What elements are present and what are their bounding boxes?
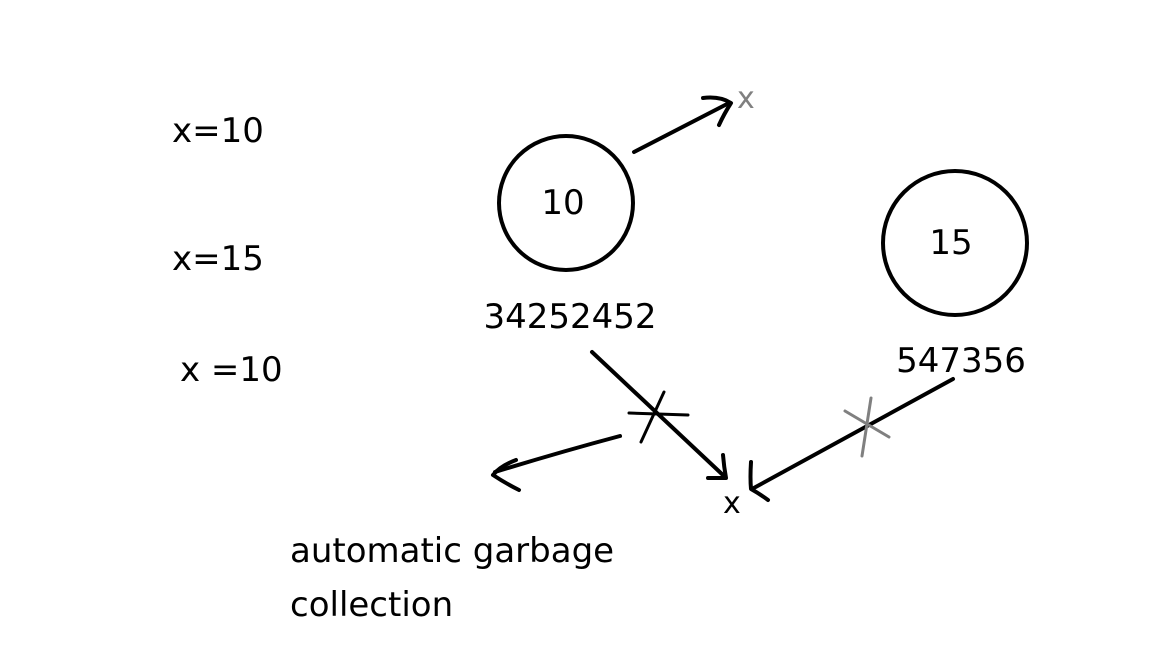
object-address-10: 34252452: [483, 297, 656, 337]
assignment-2: x=15: [172, 239, 264, 279]
variable-x-top: x: [737, 81, 755, 116]
arrow-address-15-to-x: [748, 377, 955, 502]
variable-x-bottom: x: [723, 486, 741, 521]
cross-mark-right: [843, 396, 891, 458]
gc-label-line-2: collection: [290, 585, 453, 625]
assignment-1: x=10: [172, 111, 264, 151]
object-address-15: 547356: [896, 341, 1026, 381]
object-value-15: 15: [929, 223, 972, 263]
cross-mark-left: [627, 390, 690, 444]
object-circle-15: [881, 169, 1029, 317]
object-value-10: 10: [541, 183, 584, 223]
object-circle-10: [497, 134, 635, 272]
arrow-to-top-x: [632, 95, 733, 154]
gc-label-line-1: automatic garbage: [290, 531, 614, 571]
assignment-3: x =10: [180, 350, 283, 390]
arrow-to-garbage-collection: [491, 434, 622, 492]
